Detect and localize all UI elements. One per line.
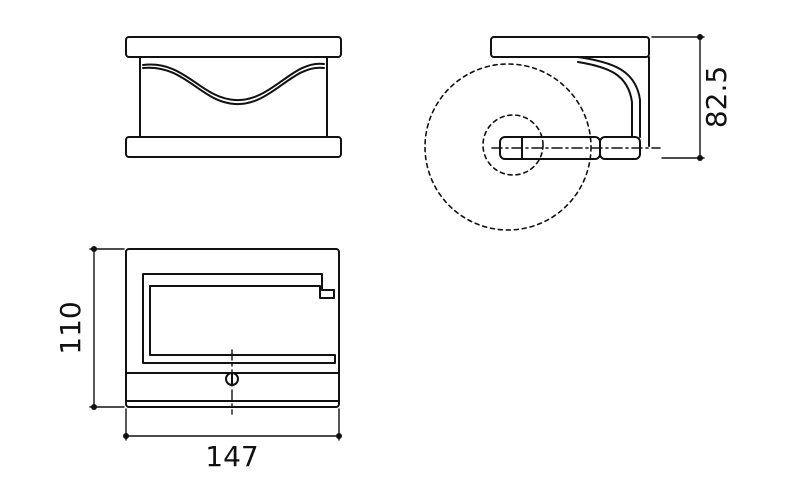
side-bracket [577, 56, 641, 138]
front-bottom-plate [125, 136, 342, 158]
height-label: 110 [54, 301, 87, 354]
roll-outer-circle [424, 63, 592, 231]
width-label: 147 [205, 440, 258, 473]
top-outer-frame [125, 248, 340, 408]
dot-width-right [336, 433, 342, 439]
side-wall-plate [490, 36, 650, 58]
dot-depth-top [697, 34, 703, 40]
dot-height-top [91, 246, 97, 252]
dimension-depth [651, 36, 705, 159]
front-top-plate [125, 36, 342, 58]
dimension-dots [91, 34, 703, 439]
side-bracket-inner [577, 61, 633, 138]
dot-depth-bottom [697, 155, 703, 161]
front-wave-upper [142, 62, 325, 102]
top-inner-cutout [142, 273, 336, 364]
roll-core-circle [482, 114, 544, 176]
front-view [125, 36, 342, 158]
side-view [490, 36, 650, 160]
paper-roll-outline [424, 63, 592, 231]
dot-width-left [123, 433, 129, 439]
dot-height-bottom [91, 404, 97, 410]
front-wave-lower [142, 66, 325, 106]
depth-label: 82.5 [700, 66, 733, 128]
top-view [125, 248, 340, 415]
dimension-height [89, 248, 125, 408]
